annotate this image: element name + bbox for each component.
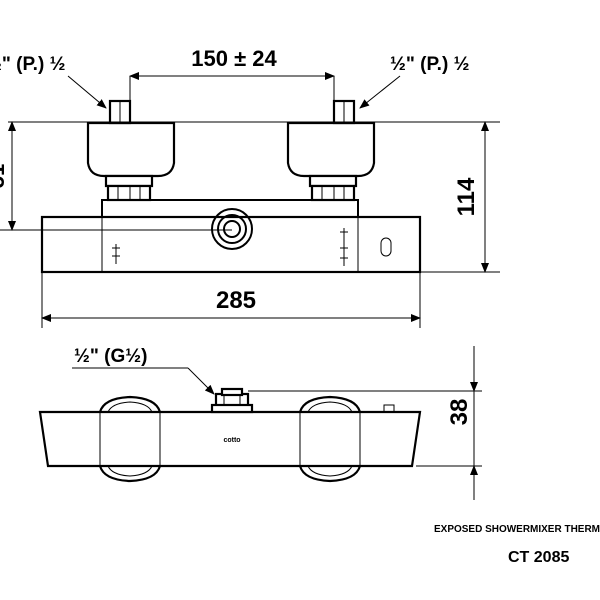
front-view: 150 ± 24 114 51 285 ½" (P.) ½ (0, 46, 500, 328)
outlet-ring (211, 208, 253, 250)
cold-marker (112, 244, 120, 264)
mixer-body-plan (38, 410, 422, 468)
dim-height: 114 (453, 121, 489, 273)
dim-spacing-text: 150 ± 24 (191, 46, 277, 71)
end-slot (380, 237, 392, 257)
hot-marker (340, 228, 348, 266)
plan-view: cotto 38 ½" (G½) (38, 346, 482, 500)
dim-length: 285 (41, 272, 421, 328)
outlet-label: ½" (G½) (74, 346, 147, 367)
brand-mark: cotto (223, 437, 240, 444)
left-inlet-connector (86, 99, 176, 202)
left-inlet-label: ½" (P.) ½ (0, 54, 65, 75)
left-knob (98, 395, 162, 483)
caption-description: EXPOSED SHOWERMIXER THERM (434, 524, 600, 535)
dim-depth-text: 38 (446, 399, 473, 426)
right-inlet-callout: ½" (P.) ½ (359, 54, 469, 109)
dim-depth: 38 (446, 346, 478, 500)
right-knob (298, 395, 362, 483)
left-inlet-callout: ½" (P.) ½ (0, 54, 107, 109)
mixer-body (40, 215, 422, 274)
dim-spacing: 150 ± 24 (129, 46, 335, 102)
right-inlet-connector (286, 99, 376, 202)
mixer-top-plate (101, 199, 359, 217)
right-inlet-label: ½" (P.) ½ (390, 54, 469, 75)
outlet-callout: ½" (G½) (72, 346, 215, 395)
dim-left-partial-text: 51 (0, 164, 9, 188)
caption-model: CT 2085 (508, 549, 569, 566)
small-button (383, 404, 395, 413)
caption: EXPOSED SHOWERMIXER THERM CT 2085 (434, 524, 600, 566)
dim-height-text: 114 (453, 177, 480, 216)
outlet-stub (210, 387, 254, 414)
dim-length-text: 285 (216, 287, 256, 314)
dim-left-partial: 51 (0, 121, 232, 231)
